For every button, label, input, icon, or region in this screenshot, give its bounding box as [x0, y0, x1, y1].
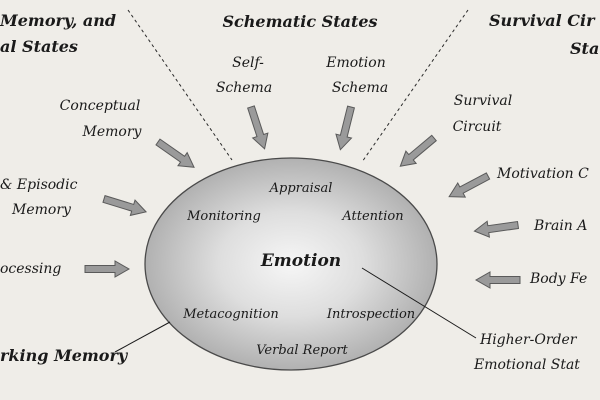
label-episodic-line1: & Episodic — [0, 177, 78, 193]
label-attention: Attention — [341, 209, 403, 224]
header-right-line2: Sta — [570, 39, 599, 58]
divider-left — [127, 9, 233, 161]
label-conceptual-line2: Memory — [82, 124, 143, 140]
header-left-line2: al States — [0, 37, 78, 56]
label-self-schema-line1: Self- — [232, 55, 264, 71]
label-monitoring: Monitoring — [186, 209, 261, 224]
label-higher-order-line1: Higher-Order — [479, 332, 578, 348]
label-self-schema-line2: Schema — [216, 80, 272, 96]
label-emotion: Emotion — [260, 251, 341, 271]
label-survival-line1: Survival — [454, 93, 512, 109]
arrow-brain-arousal — [472, 216, 520, 240]
header-center: Schematic States — [222, 12, 377, 31]
arrow-motivation — [444, 168, 493, 205]
arrow-body-feedback — [475, 271, 521, 289]
label-episodic-line2: Memory — [11, 202, 72, 218]
label-processing: ocessing — [0, 261, 61, 277]
label-working-memory: rking Memory — [0, 346, 129, 365]
label-survival-line2: Circuit — [453, 119, 502, 135]
leader-working-memory — [114, 321, 171, 353]
label-appraisal: Appraisal — [269, 181, 333, 196]
label-body-feedback: Body Fe — [529, 271, 587, 287]
header-left-line1: Memory, and — [0, 11, 116, 30]
header-right-line1: Survival Cir — [489, 11, 596, 30]
label-metacognition: Metacognition — [182, 307, 279, 322]
label-verbal-report: Verbal Report — [256, 343, 348, 358]
label-emotion-schema-line2: Schema — [332, 80, 388, 96]
label-brain-arousal: Brain A — [533, 218, 587, 234]
label-emotion-schema-line1: Emotion — [325, 55, 385, 71]
leader-higher-order — [361, 267, 477, 339]
arrow-emotion-schema — [332, 104, 360, 153]
label-motivation: Motivation C — [496, 166, 589, 182]
label-introspection: Introspection — [326, 307, 415, 322]
arrow-episodic-memory — [101, 190, 149, 221]
arrow-survival-circuit — [394, 131, 440, 173]
arrow-processing — [84, 260, 130, 278]
emotion-ellipse — [144, 157, 438, 371]
arrow-self-schema — [242, 104, 273, 152]
label-conceptual-line1: Conceptual — [60, 98, 141, 114]
arrow-conceptual-memory — [152, 134, 200, 175]
label-higher-order-line2: Emotional Stat — [473, 357, 580, 373]
divider-right — [361, 9, 469, 163]
